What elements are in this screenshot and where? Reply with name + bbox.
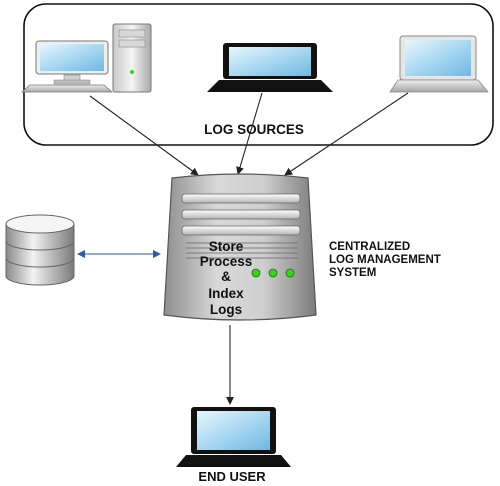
system-label-line: CENTRALIZED [329, 241, 410, 253]
end-user-label: END USER [198, 469, 266, 484]
server-icon [163, 173, 317, 321]
status-led [268, 268, 278, 278]
log-sources-panel: LOG SOURCES [20, 3, 494, 146]
server-label-line: Logs [210, 302, 242, 317]
server-label-line: Process [200, 254, 253, 269]
arrow-desktop-to-server [89, 95, 199, 176]
source-arrows [89, 92, 409, 176]
system-label-line: SYSTEM [329, 267, 376, 279]
desktop-computer-icon [20, 23, 152, 93]
server-label-line: Index [208, 286, 244, 301]
system-label-line: LOG MANAGEMENT [329, 254, 441, 266]
database-icon [5, 214, 75, 286]
server-label: Store Process & Index Logs [200, 239, 253, 317]
arrow-laptop-to-server [236, 92, 263, 175]
end-user-laptop-icon [176, 407, 291, 467]
server-label-line: & [221, 269, 231, 284]
status-led [285, 268, 295, 278]
server-label-line: Store [209, 239, 244, 254]
system-label: CENTRALIZED LOG MANAGEMENT SYSTEM [329, 241, 441, 279]
laptop-dark-icon [207, 43, 333, 92]
log-sources-label: LOG SOURCES [204, 122, 304, 137]
status-led [251, 268, 261, 278]
laptop-silver-icon [389, 35, 489, 93]
arrow-silver-laptop-to-server [284, 92, 409, 176]
